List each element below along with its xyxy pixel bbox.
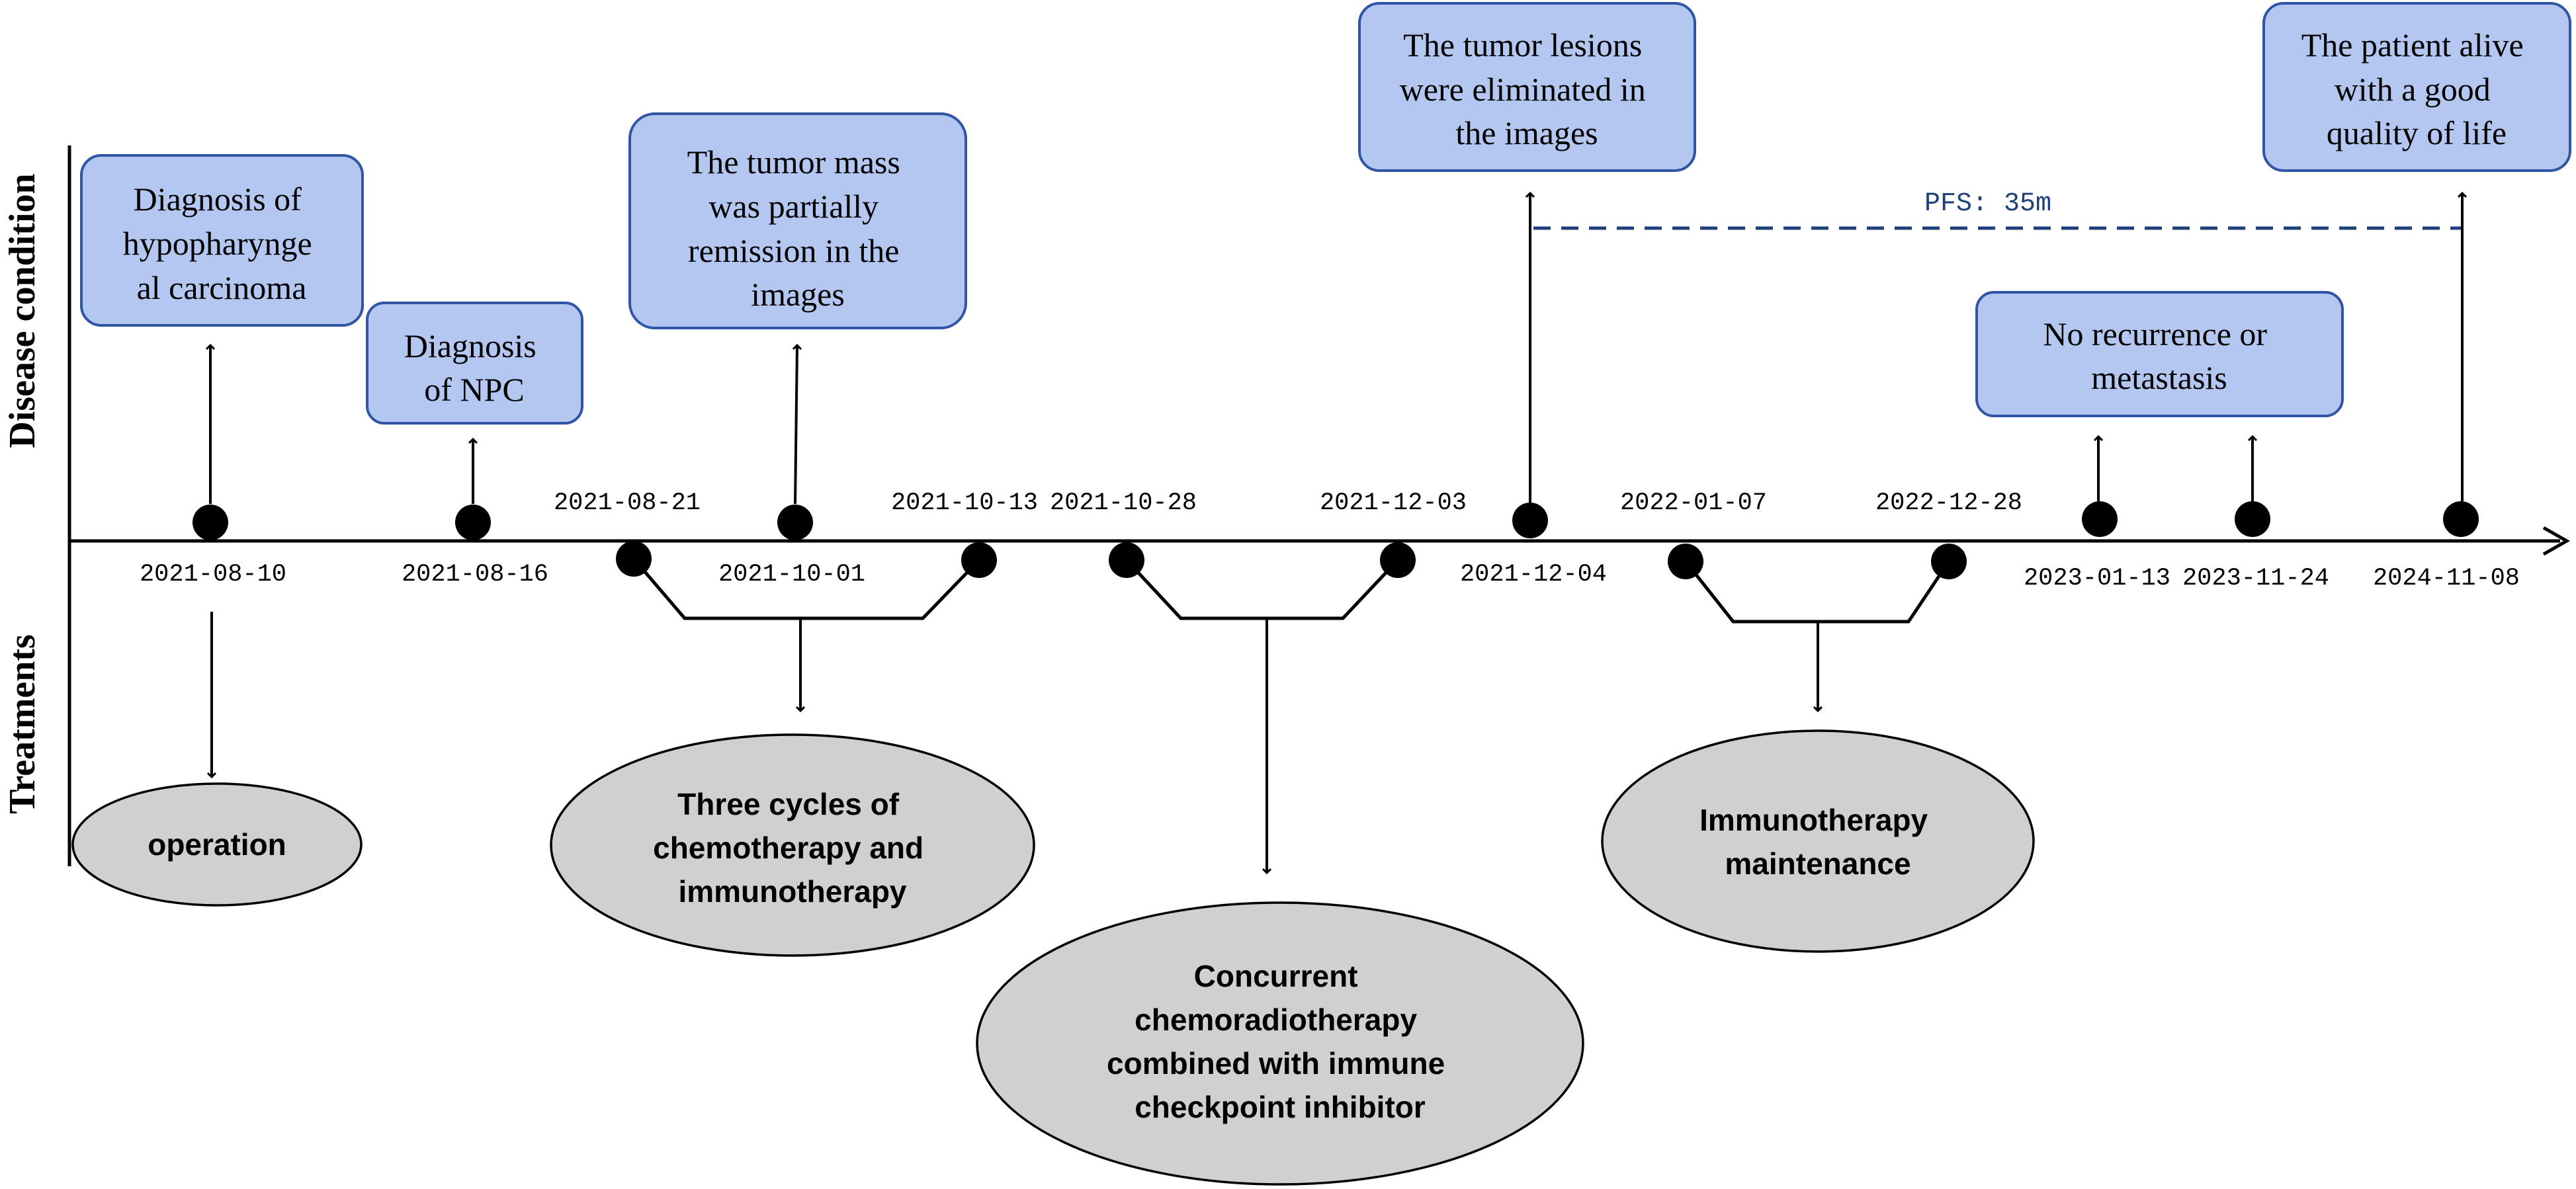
treatment-line: chemoradiotherapy [1135,1003,1417,1037]
axis-title-treatments: Treatments [2,634,43,814]
svg-text:The tumor mass was parti: The tumor mass was partially remission i… [687,144,909,313]
condition-line: of NPC [424,371,524,408]
svg-text:No recurrence or metasta: No recurrence or metastasis [2043,315,2275,396]
date-label: 2021-10-28 [1050,489,1197,517]
date-label: 2023-11-24 [2182,565,2329,593]
treatment-chemo-immuno: Three cycles of chemotherapy and immunot… [550,733,1035,957]
event-dot-2021-10-01 [777,505,813,540]
condition-line: The tumor mass [687,144,900,181]
condition-line: the images [1455,114,1598,151]
date-label: 2021-08-16 [402,561,548,589]
pfs-label: PFS: 35m [1924,189,2051,219]
treatment-line: Three cycles of [677,787,900,821]
condition-box-npc: Diagnosis of NPC [366,302,583,425]
timeline-arrowhead-icon [2542,526,2571,556]
treatment-line: chemotherapy and [653,831,923,865]
condition-line: with a good [2335,71,2491,108]
condition-box-patient-alive: The patient alive with a good quality of… [2262,2,2571,172]
date-label: 2021-08-10 [140,561,286,589]
date-label: 2021-10-01 [718,561,865,589]
condition-line: metastasis [2091,359,2227,396]
condition-line: remission in the [688,232,899,269]
svg-text:Diagnosis of NPC: Diagnosis of NPC [404,327,545,408]
condition-line: were eliminated in [1400,71,1646,108]
svg-text:operation: operation [148,827,286,862]
event-dot-2023-11-24 [2235,501,2270,537]
treatment-line: combined with immune [1107,1046,1445,1081]
condition-box-no-recurrence: No recurrence or metastasis [1975,291,2344,417]
condition-line: images [751,276,845,313]
svg-text:Diagnosis of hypopharyng: Diagnosis of hypopharynge al carcinoma [123,181,321,306]
treatment-line: checkpoint inhibitor [1135,1090,1426,1124]
treatment-line: operation [148,827,286,862]
treatment-operation: operation [71,782,363,907]
treatment-line: Immunotherapy [1699,803,1928,837]
bracket-chemo-immuno [632,557,980,620]
svg-text:Immunotherapy maintenanc: Immunotherapy maintenance [1699,803,1936,881]
svg-text:Concurrent chemoradiothe: Concurrent chemoradiotherapy combined wi… [1107,959,1453,1124]
condition-box-hypopharyngeal: Diagnosis of hypopharynge al carcinoma [80,154,364,327]
event-dot-2024-11-08 [2443,501,2479,537]
event-dot-2023-01-13 [2082,501,2118,537]
date-label: 2021-08-21 [554,489,701,517]
condition-line: al carcinoma [137,269,307,306]
date-label: 2023-01-13 [2024,565,2170,593]
bracket-chemoradio [1125,559,1399,620]
condition-line: Diagnosis [404,327,537,364]
event-dot-2021-08-16 [455,505,491,540]
condition-line: No recurrence or [2043,315,2267,352]
event-dot-2021-12-04 [1512,503,1548,538]
svg-text:The patient alive with a: The patient alive with a good quality of… [2301,26,2532,151]
condition-line: The tumor lesions [1403,26,1642,63]
condition-box-lesions-eliminated: The tumor lesions were eliminated in the… [1358,2,1696,172]
event-dot-2021-08-10 [193,505,228,540]
treatment-chemoradiotherapy: Concurrent chemoradiotherapy combined wi… [976,901,1584,1186]
condition-line: The patient alive [2301,26,2524,63]
treatment-immuno-maintenance: Immunotherapy maintenance [1601,729,2035,953]
date-label: 2021-10-13 [891,489,1038,517]
arrow-up-icon [795,345,797,505]
treatment-line: immunotherapy [678,874,906,909]
condition-line: quality of life [2327,114,2507,151]
date-label: 2022-01-07 [1620,489,1767,517]
date-label: 2021-12-04 [1460,561,1607,589]
date-label: 2021-12-03 [1320,489,1467,517]
svg-text:The tumor lesions were e: The tumor lesions were eliminated in the… [1400,26,1654,151]
condition-line: was partially [708,188,879,225]
axis-title-disease-condition: Disease condition [2,173,43,448]
svg-text:Three cycles of chemothe: Three cycles of chemotherapy and immunot… [653,787,932,909]
condition-line: hypopharynge [123,225,312,262]
condition-line: Diagnosis of [134,181,302,218]
treatment-line: maintenance [1725,846,1911,881]
date-label: 2022-12-28 [1875,489,2022,517]
date-label: 2024-11-08 [2373,565,2520,593]
treatment-line: Concurrent [1194,959,1358,993]
condition-box-partial-remission: The tumor mass was partially remission i… [628,112,967,329]
bracket-immuno-maintenance [1684,560,1951,624]
